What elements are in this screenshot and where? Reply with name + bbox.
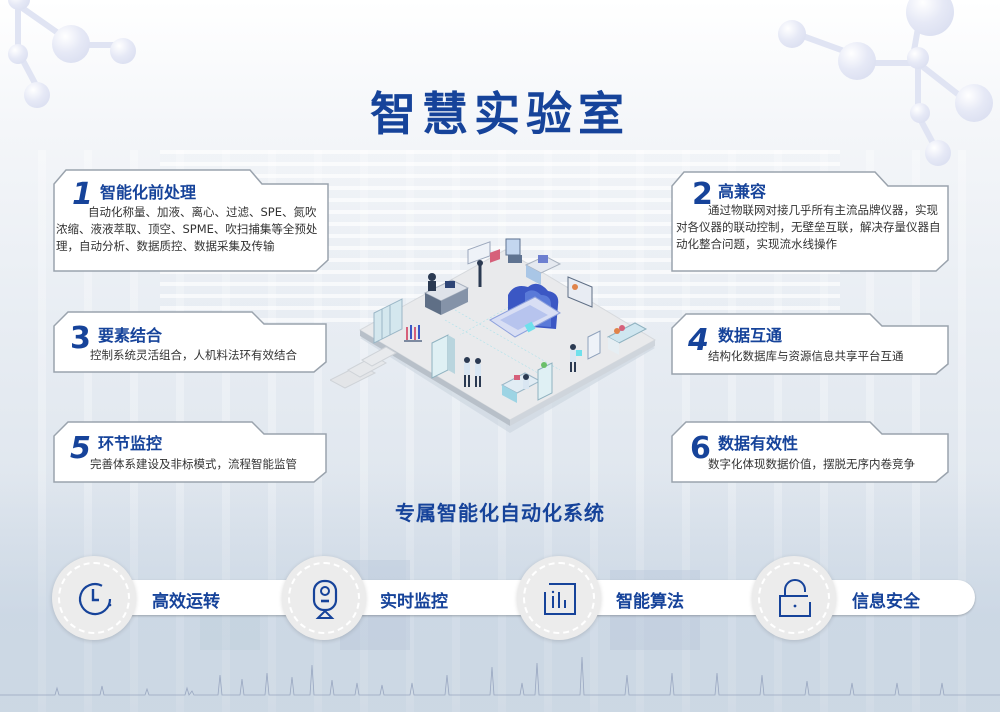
- clock-icon: [78, 583, 112, 616]
- spectrum-line-decoration: [0, 656, 1000, 696]
- feature-label: 实时监控: [380, 592, 448, 612]
- card-number: 1: [72, 177, 93, 212]
- card-number: 2: [692, 177, 713, 212]
- card-description: 自动化称量、加液、离心、过滤、SPE、氮吹浓缩、液液萃取、顶空、SPME、吹扫捕…: [56, 205, 318, 253]
- card-number: 5: [70, 431, 91, 466]
- lock-icon: [779, 579, 811, 617]
- card-title: 环节监控: [98, 434, 163, 453]
- feature-label: 智能算法: [616, 592, 684, 612]
- feature-card-2: 2 高兼容 通过物联网对接几乎所有主流品牌仪器，实现对各仪器的联动控制，无壁垒互…: [670, 170, 952, 273]
- card-title: 智能化前处理: [100, 183, 197, 202]
- feature-badge-algorithm: [517, 556, 601, 640]
- isometric-lab-illustration: [330, 238, 657, 433]
- page-title: 智慧实验室: [370, 87, 630, 141]
- card-title: 数据互通: [718, 326, 783, 345]
- feature-badge-efficiency: [52, 556, 136, 640]
- card-description: 控制系统灵活组合，人机料法环有效结合: [90, 348, 297, 362]
- feature-card-4: 4 数据互通 结构化数据库与资源信息共享平台互通: [670, 312, 952, 376]
- card-frame: [671, 313, 949, 375]
- feature-badge-monitoring: [282, 556, 366, 640]
- bar-chart-icon: [544, 583, 576, 615]
- card-frame: [53, 169, 329, 272]
- card-description: 数字化体现数据价值，摆脱无序内卷竞争: [708, 457, 915, 471]
- card-frame: [53, 311, 327, 373]
- section-subtitle: 专属智能化自动化系统: [395, 501, 605, 525]
- feature-card-3: 3 要素结合 控制系统灵活组合，人机料法环有效结合: [52, 310, 330, 374]
- card-title: 高兼容: [718, 182, 767, 201]
- feature-label: 信息安全: [852, 592, 920, 612]
- card-number: 6: [690, 431, 711, 466]
- feature-card-5: 5 环节监控 完善体系建设及非标模式，流程智能监管: [52, 420, 330, 484]
- card-description: 结构化数据库与资源信息共享平台互通: [708, 349, 904, 363]
- feature-card-6: 6 数据有效性 数字化体现数据价值，摆脱无序内卷竞争: [670, 420, 952, 484]
- card-frame: [671, 421, 949, 483]
- feature-badge-security: [752, 556, 836, 640]
- card-description: 通过物联网对接几乎所有主流品牌仪器，实现对各仪器的联动控制，无壁垒互联，解决存量…: [676, 203, 941, 251]
- card-title: 要素结合: [98, 326, 163, 345]
- camera-icon: [312, 579, 338, 619]
- card-frame: [671, 171, 949, 272]
- card-number: 3: [70, 321, 91, 356]
- card-title: 数据有效性: [718, 434, 799, 453]
- feature-label: 高效运转: [152, 592, 220, 612]
- feature-card-1: 1 智能化前处理 自动化称量、加液、离心、过滤、SPE、氮吹浓缩、液液萃取、顶空…: [52, 168, 332, 273]
- card-description: 完善体系建设及非标模式，流程智能监管: [90, 457, 297, 471]
- card-number: 4: [688, 323, 709, 358]
- card-frame: [53, 421, 327, 483]
